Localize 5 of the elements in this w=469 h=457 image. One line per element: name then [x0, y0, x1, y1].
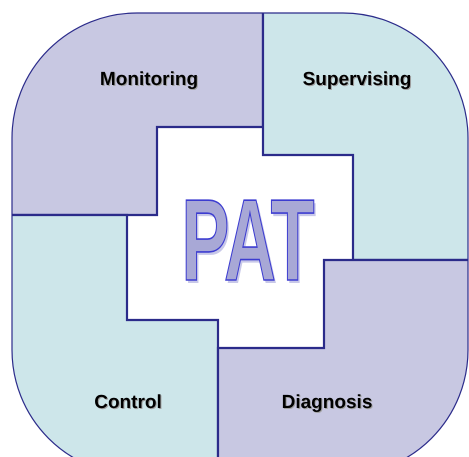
quadrant-label: Diagnosis: [282, 392, 372, 414]
quadrant-label: Supervising: [302, 69, 412, 91]
center-title: PAT: [181, 182, 315, 298]
quadrant-label: Control: [94, 392, 162, 414]
quadrant-label: Monitoring: [100, 69, 198, 91]
